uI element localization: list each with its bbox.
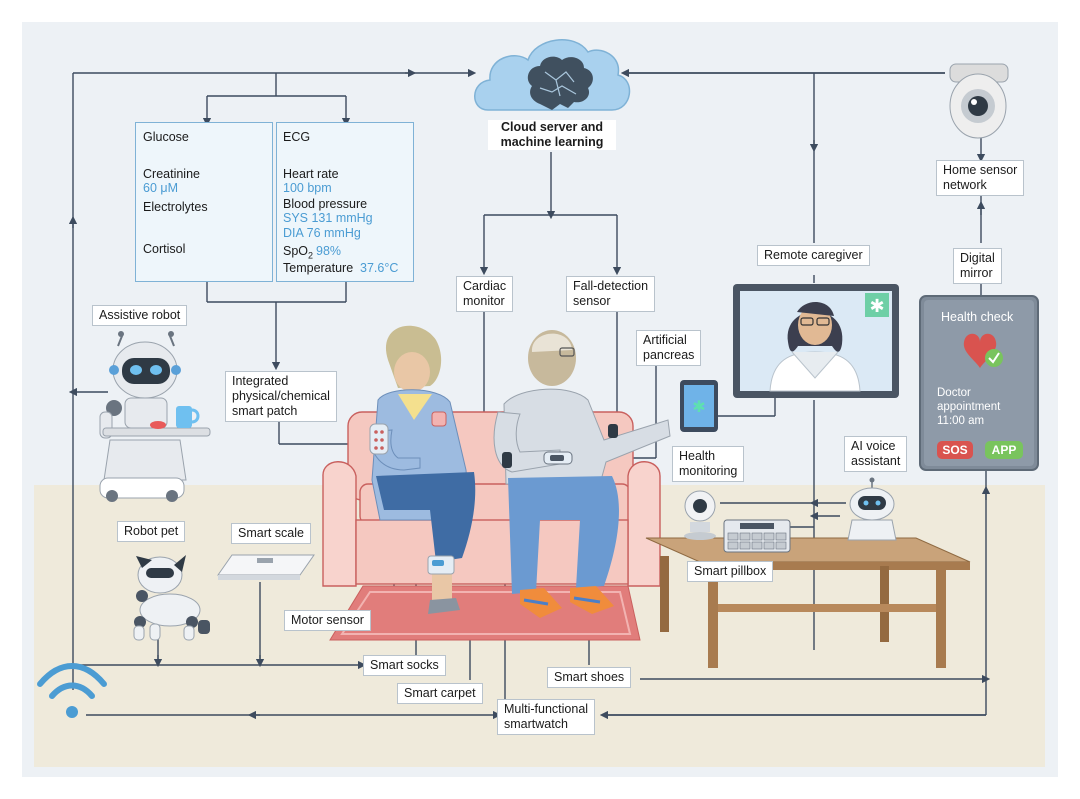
ai-voice-assistant-robot xyxy=(847,477,897,541)
sos-button[interactable] xyxy=(937,441,973,459)
remote-caregiver-label: Remote caregiver xyxy=(757,245,870,266)
network-connectors xyxy=(68,68,991,720)
smart-pillbox-label: Smart pillbox xyxy=(687,561,774,582)
spo2-label: SpO2 xyxy=(283,244,314,261)
motor-sensor-label: Motor sensor xyxy=(284,610,371,631)
assistive-robot-label: Assistive robot xyxy=(92,305,188,326)
app-button[interactable] xyxy=(985,441,1023,459)
blood-pressure-label: Blood pressure xyxy=(283,197,368,211)
heart-rate-value: 100 bpm xyxy=(283,181,332,195)
smart-shoes-label: Smart shoes xyxy=(547,667,632,688)
home-camera-icon xyxy=(949,63,1009,139)
electrolytes-label: Electrolytes xyxy=(143,200,208,214)
smart-scale-label: Smart scale xyxy=(231,523,311,544)
digital-mirror xyxy=(919,295,1039,471)
remote-caregiver-tv: ✱ xyxy=(733,284,899,398)
spo2-value: 98% xyxy=(316,244,342,258)
heart-rate-label: Heart rate xyxy=(283,167,339,181)
temperature-label: Temperature xyxy=(283,261,354,275)
tablet-device: ✱ xyxy=(680,380,718,432)
mirror-health-check: Health check xyxy=(941,310,1014,324)
wifi-icon xyxy=(37,663,107,718)
app-button-label[interactable]: APP xyxy=(991,443,1017,457)
svg-text:✱: ✱ xyxy=(692,397,705,416)
elderly-woman xyxy=(369,325,476,614)
vital-signs-panel xyxy=(276,122,414,282)
svg-text:✱: ✱ xyxy=(869,296,884,317)
temperature-value: 37.6°C xyxy=(360,261,399,275)
robot-pet-label: Robot pet xyxy=(117,521,186,542)
smart-socks-label: Smart socks xyxy=(363,655,446,676)
dia-value: DIA 76 mmHg xyxy=(283,226,361,240)
smart-scale xyxy=(217,554,315,580)
biochemical-panel xyxy=(135,122,273,282)
assistive-robot xyxy=(99,331,211,502)
glucose-label: Glucose xyxy=(143,130,189,144)
smart-carpet-label: Smart carpet xyxy=(397,683,483,704)
ecg-label: ECG xyxy=(283,130,311,144)
elderly-man xyxy=(493,330,671,618)
robot-pet-dog xyxy=(133,555,210,641)
sos-button-label[interactable]: SOS xyxy=(942,443,968,457)
sys-value: SYS 131 mmHg xyxy=(283,211,373,225)
creatinine-value: 60 μM xyxy=(143,181,178,195)
health-monitoring-camera xyxy=(684,490,716,540)
smart-pillbox-device xyxy=(723,519,791,553)
cortisol-label: Cortisol xyxy=(143,242,186,256)
creatinine-label: Creatinine xyxy=(143,167,200,181)
cloud-brain-icon xyxy=(474,39,631,111)
